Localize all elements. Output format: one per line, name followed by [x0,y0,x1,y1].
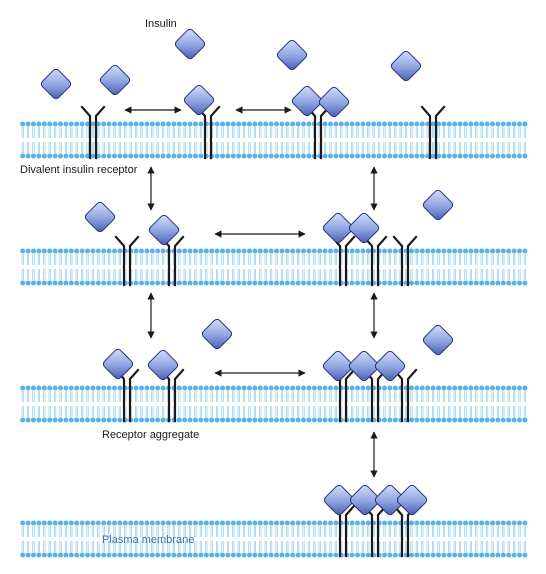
insulin-19 [348,350,380,382]
insulin-label: Insulin [145,18,177,30]
plasma-membrane-4 [20,520,528,558]
insulin-1 [174,28,206,60]
insulin-receptor-2-5 [392,235,418,287]
insulin-10 [148,214,180,246]
plasma-membrane-label: Plasma membrane [102,534,195,546]
insulin-14 [201,318,233,350]
plasma-membrane-3 [20,385,528,423]
insulin-molecules [40,28,454,516]
insulin-20 [374,350,406,382]
plasma-membrane-2 [20,248,528,286]
insulin-receptor-1-4 [420,105,446,160]
insulin-12 [348,212,380,244]
insulin-9 [84,201,116,233]
insulin-17 [147,349,179,381]
receptor-aggregate-label: Receptor aggregate [102,429,200,441]
insulin-13 [422,189,454,221]
insulin-8 [390,50,422,82]
insulin-24 [396,484,428,516]
insulin-16 [102,348,134,380]
insulin-receptor-1-1 [80,105,106,160]
insulin-5 [183,84,215,116]
divalent-receptor-label: Divalent insulin receptor [20,164,138,176]
insulin-11 [322,212,354,244]
insulin-7 [318,86,350,118]
insulin-3 [40,68,72,100]
insulin-2 [276,39,308,71]
insulin-18 [322,350,354,382]
insulin-21 [323,484,355,516]
insulin-23 [374,484,406,516]
insulin-6 [291,85,323,117]
insulin-15 [422,324,454,356]
insulin-receptor-2-1 [114,235,140,287]
insulin-receptor-3-5 [392,368,418,423]
insulin-4 [99,64,131,96]
insulin-22 [349,484,381,516]
equilibrium-arrows [124,106,378,478]
